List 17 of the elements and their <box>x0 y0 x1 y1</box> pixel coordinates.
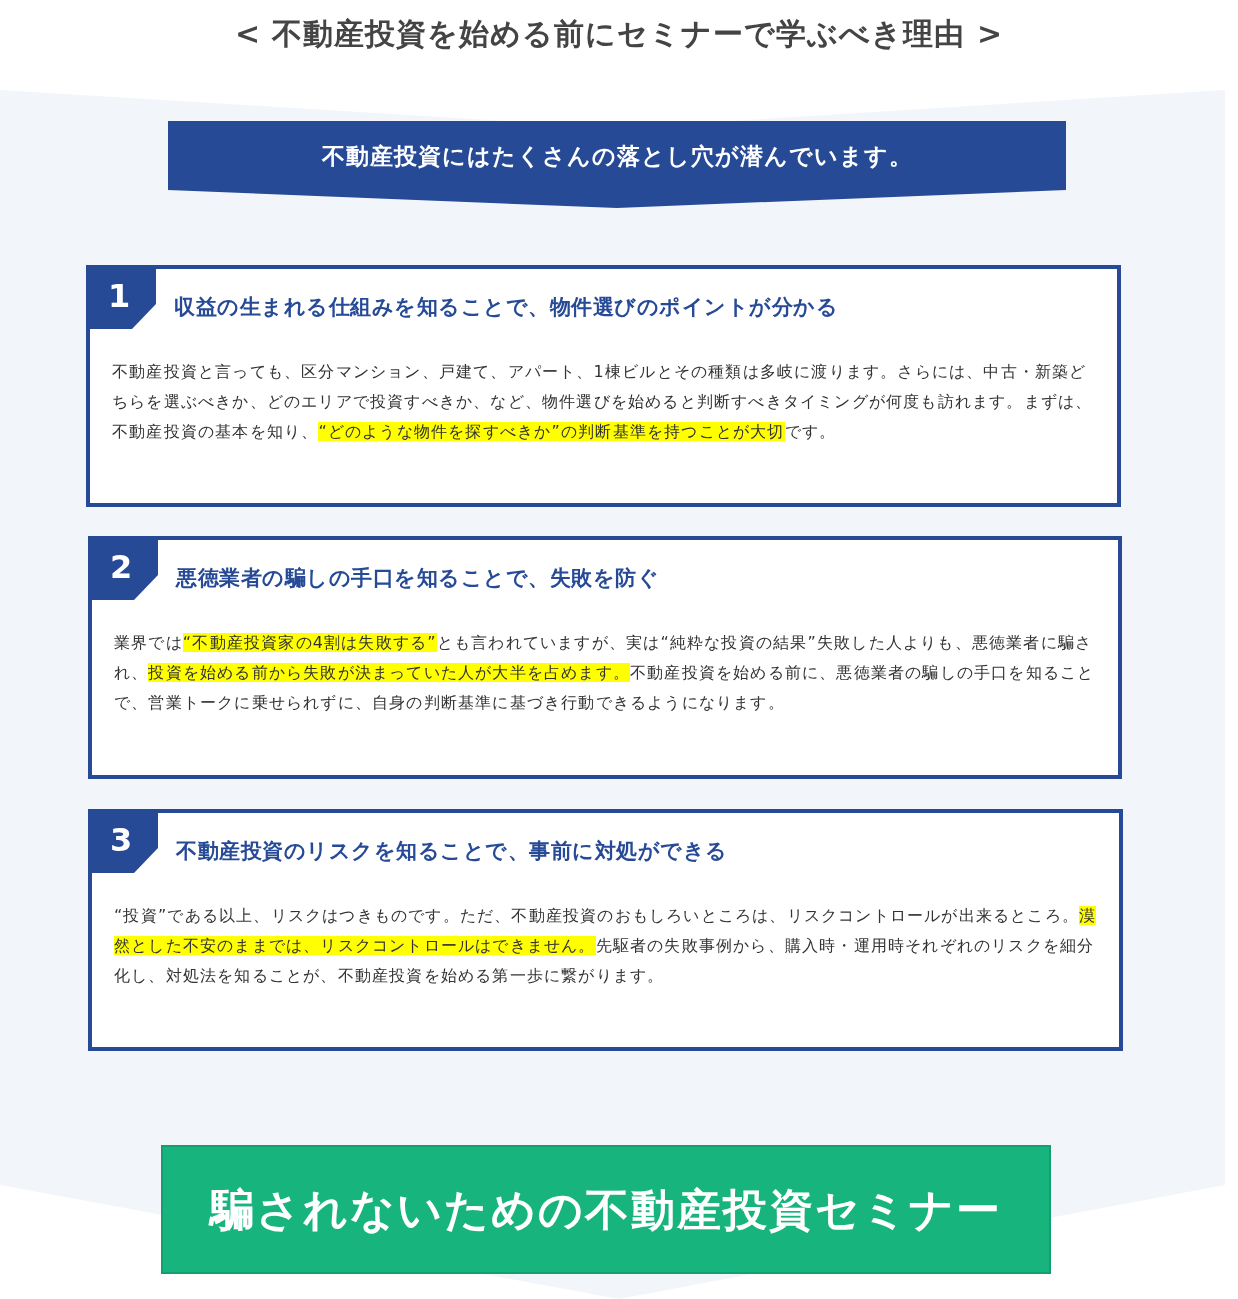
card-heading: 悪徳業者の騙しの手口を知ることで、失敗を防ぐ <box>176 565 659 592</box>
card-paragraph: “投資”である以上、リスクはつきものです。ただ、不動産投資のおもしろいところは、リスクコントロールが出来るところ。漠然とした不安のままでは、リスクコントロールはできません。先駆者の失敗事例から、購入時・運用時それぞれのリスクを細分化し、対処法を知ることが、不動産投資を始める第一歩に繋がります。 <box>114 905 1098 987</box>
banner-text: 不動産投資にはたくさんの落とし穴が潜んでいます。 <box>320 142 914 171</box>
card-heading: 不動産投資のリスクを知ることで、事前に対処ができる <box>176 838 728 865</box>
reason-card <box>88 809 1123 1051</box>
cta-text: 騙されないための不動産投資セミナー <box>207 1183 1003 1237</box>
reason-card <box>88 536 1122 779</box>
number-tab: 1 <box>90 269 156 329</box>
seminar-banner-button <box>161 1145 1051 1274</box>
reason-card <box>86 265 1121 507</box>
card-paragraph: 業界では“不動産投資家の4割は失敗する”とも言われていますが、実は“純粋な投資の結果”失敗した人よりも、悪徳業者に騙され、投資を始める前から失敗が決まっていた人が大半を占めます。不動産投資を始める前に、悪徳業者の騙しの手口を知ることで、営業トークに乗せられずに、自身の判断基準に基づき行動できるようになります。 <box>114 632 1096 714</box>
page-title: < 不動産投資を始める前にセミナーで学ぶべき理由 > <box>233 15 1005 53</box>
banner-ribbon <box>168 121 1066 208</box>
number-tab: 2 <box>92 540 158 600</box>
card-paragraph: 不動産投資と言っても、区分マンション、戸建て、アパート、1棟ビルとその種類は多岐に渡ります。さらには、中古・新築どちらを選ぶべきか、どのエリアで投資すべきか、など、物件選びを始めると判断すべきタイミングが何度も訪れます。まずは、不動産投資の基本を知り、“どのような物件を探すべきか”の判断基準を持つことが大切です。 <box>112 361 1094 443</box>
card-heading: 収益の生まれる仕組みを知ることで、物件選びのポイントが分かる <box>174 294 838 321</box>
number-tab: 3 <box>92 813 158 873</box>
